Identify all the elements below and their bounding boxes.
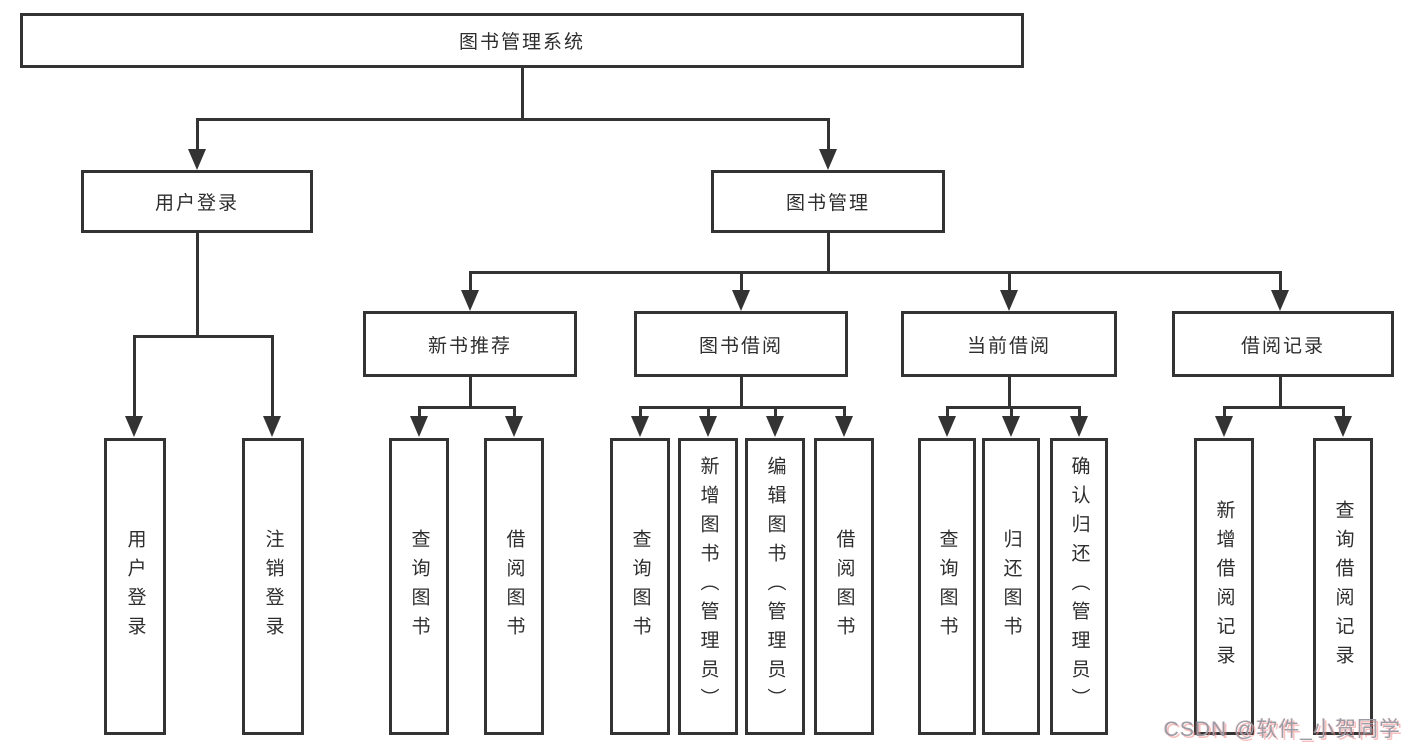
connector-to-br-query bbox=[1341, 406, 1345, 419]
arrowhead-bb-borrow bbox=[835, 416, 853, 437]
arrowhead-cb-return bbox=[1002, 416, 1020, 437]
connector-to-nbr-borrow bbox=[512, 406, 516, 419]
leaf-nbr-query-books: 查询图书 bbox=[389, 438, 449, 735]
connector-to-nbr-query bbox=[417, 406, 421, 419]
arrowhead-bb-add bbox=[699, 416, 717, 437]
leaf-bb-add-books: 新增图书（管理员） bbox=[678, 438, 738, 735]
node-book-mgmt: 图书管理 bbox=[711, 170, 945, 233]
leaf-cb-return-books-label: 归还图书 bbox=[1000, 528, 1022, 645]
connector-root-stem bbox=[520, 68, 524, 118]
leaf-nbr-borrow-books-label: 借阅图书 bbox=[503, 528, 525, 645]
connector-new-book-stem bbox=[468, 377, 472, 407]
node-current-borrow: 当前借阅 bbox=[901, 311, 1117, 377]
leaf-nbr-query-books-label: 查询图书 bbox=[408, 528, 430, 645]
connector-borrow-records-stem bbox=[1278, 377, 1282, 407]
arrowhead-nbr-query bbox=[410, 416, 428, 437]
connector-level1-bar bbox=[195, 118, 830, 121]
leaf-bb-borrow-books-label: 借阅图书 bbox=[833, 528, 855, 645]
connector-book-borrow-stem bbox=[739, 377, 743, 407]
arrowhead-bb-edit bbox=[766, 416, 784, 437]
leaf-logout-label: 注销登录 bbox=[262, 528, 284, 645]
leaf-bb-edit-books-label: 编辑图书（管理员） bbox=[764, 456, 786, 717]
node-new-book-rec: 新书推荐 bbox=[363, 311, 577, 377]
connector-to-br-add bbox=[1222, 406, 1226, 419]
node-user-login: 用户登录 bbox=[81, 170, 313, 233]
connector-to-leaf-login bbox=[132, 335, 136, 419]
connector-to-bb-borrow bbox=[842, 406, 846, 419]
leaf-bb-query-books: 查询图书 bbox=[610, 438, 670, 735]
node-book-borrow: 图书借阅 bbox=[634, 311, 848, 377]
arrowhead-leaf-logout bbox=[263, 416, 281, 437]
arrowhead-borrow-records bbox=[1271, 290, 1289, 311]
connector-to-leaf-logout bbox=[270, 335, 274, 419]
node-book-borrow-label: 图书借阅 bbox=[698, 335, 783, 357]
arrowhead-book-borrow bbox=[732, 290, 750, 311]
connector-current-borrow-stem bbox=[1007, 377, 1011, 407]
leaf-logout: 注销登录 bbox=[242, 438, 304, 735]
leaf-cb-confirm-return: 确认归还（管理员） bbox=[1050, 438, 1108, 735]
leaf-br-query-record-label: 查询借阅记录 bbox=[1332, 499, 1354, 674]
leaf-br-add-record-label: 新增借阅记录 bbox=[1213, 499, 1235, 674]
leaf-nbr-borrow-books: 借阅图书 bbox=[484, 438, 544, 735]
arrowhead-book-mgmt bbox=[819, 149, 837, 170]
leaf-cb-return-books: 归还图书 bbox=[982, 438, 1040, 735]
connector-to-cb-confirm bbox=[1077, 406, 1081, 419]
connector-to-cb-return bbox=[1009, 406, 1013, 419]
node-book-mgmt-label: 图书管理 bbox=[785, 193, 870, 214]
leaf-bb-edit-books: 编辑图书（管理员） bbox=[745, 438, 805, 735]
connector-to-new-book bbox=[468, 271, 472, 293]
node-user-login-label: 用户登录 bbox=[154, 193, 239, 214]
connector-to-user-login bbox=[195, 118, 199, 152]
connector-to-bb-edit bbox=[773, 406, 777, 419]
arrowhead-nbr-borrow bbox=[505, 416, 523, 437]
connector-to-borrow-records bbox=[1278, 271, 1282, 293]
connector-current-borrow-bar bbox=[945, 406, 1081, 409]
connector-book-mgmt-stem bbox=[826, 233, 830, 272]
leaf-br-add-record: 新增借阅记录 bbox=[1194, 438, 1254, 735]
node-root-label: 图书管理系统 bbox=[458, 32, 585, 53]
connector-to-bb-query bbox=[638, 406, 642, 419]
connector-borrow-records-bar bbox=[1222, 406, 1345, 409]
leaf-bb-borrow-books: 借阅图书 bbox=[814, 438, 874, 735]
arrowhead-new-book bbox=[461, 290, 479, 311]
connector-to-book-mgmt bbox=[826, 118, 830, 152]
arrowhead-current-borrow bbox=[1000, 290, 1018, 311]
arrowhead-cb-confirm bbox=[1070, 416, 1088, 437]
leaf-cb-query-books-label: 查询图书 bbox=[936, 528, 958, 645]
leaf-bb-add-books-label: 新增图书（管理员） bbox=[697, 456, 719, 717]
arrowhead-br-add bbox=[1215, 416, 1233, 437]
leaf-user-login: 用户登录 bbox=[104, 438, 166, 735]
connector-to-cb-query bbox=[945, 406, 949, 419]
connector-new-book-bar bbox=[417, 406, 516, 409]
node-borrow-records-label: 借阅记录 bbox=[1240, 335, 1325, 357]
leaf-bb-query-books-label: 查询图书 bbox=[629, 528, 651, 645]
leaf-cb-confirm-return-label: 确认归还（管理员） bbox=[1068, 456, 1090, 717]
leaf-cb-query-books: 查询图书 bbox=[918, 438, 976, 735]
connector-to-bb-add bbox=[706, 406, 710, 419]
leaf-br-query-record: 查询借阅记录 bbox=[1313, 438, 1373, 735]
connector-book-borrow-bar bbox=[638, 406, 846, 409]
node-root: 图书管理系统 bbox=[20, 13, 1024, 68]
arrowhead-br-query bbox=[1334, 416, 1352, 437]
connector-user-login-stem bbox=[195, 233, 199, 336]
arrowhead-user-login bbox=[188, 149, 206, 170]
arrowhead-leaf-login bbox=[125, 416, 143, 437]
arrowhead-cb-query bbox=[938, 416, 956, 437]
connector-user-login-bar bbox=[132, 335, 274, 338]
node-current-borrow-label: 当前借阅 bbox=[966, 335, 1051, 357]
arrowhead-bb-query bbox=[631, 416, 649, 437]
csdn-watermark: CSDN @软件_小贺同学 bbox=[1163, 718, 1401, 741]
connector-to-book-borrow bbox=[739, 271, 743, 293]
leaf-user-login-label: 用户登录 bbox=[124, 528, 146, 645]
node-new-book-rec-label: 新书推荐 bbox=[427, 335, 512, 357]
node-borrow-records: 借阅记录 bbox=[1172, 311, 1394, 377]
connector-level2-bar bbox=[468, 271, 1282, 274]
connector-to-current-borrow bbox=[1007, 271, 1011, 293]
